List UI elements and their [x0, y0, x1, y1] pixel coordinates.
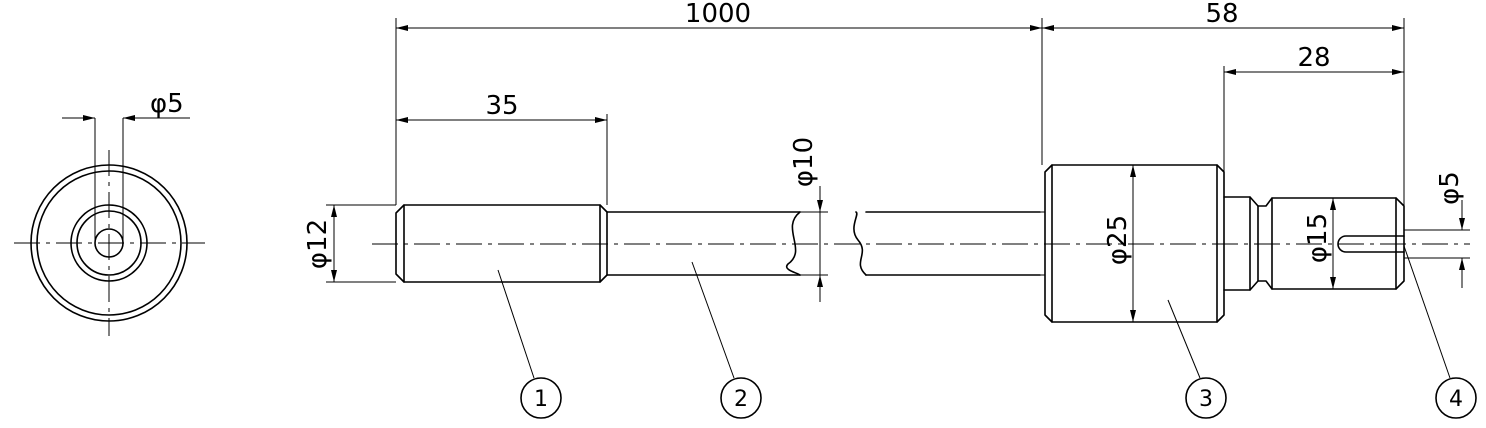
rod-break-right [853, 211, 867, 276]
balloon-1 [520, 377, 562, 419]
grip-sleeve [395, 204, 608, 283]
side-view: 1000 58 28 35 φ12 φ10 φ25 φ15 φ5 [303, 0, 1477, 419]
balloon-3 [1185, 377, 1227, 419]
dim-phi10-label: φ10 [789, 137, 819, 187]
rod-break-left [785, 211, 801, 276]
balloon-4-label: 4 [1449, 387, 1463, 412]
balloon-4 [1435, 377, 1477, 419]
handle-body [1040, 164, 1225, 323]
leader-2 [691, 261, 735, 379]
dim-28-label: 28 [1297, 43, 1330, 73]
dim-35-label: 35 [485, 91, 518, 121]
dim-58-label: 58 [1205, 0, 1238, 29]
dim-phi12-label: φ12 [303, 219, 333, 269]
leader-4 [1403, 245, 1451, 379]
end-view-bore-label: φ5 [150, 89, 184, 119]
dim-1000-label: 1000 [685, 0, 751, 29]
leader-1 [497, 269, 535, 379]
dim-phi5-slot-label: φ5 [1435, 171, 1465, 205]
spigot-slot [1337, 235, 1405, 253]
dim-phi15-label: φ15 [1303, 213, 1333, 263]
dim-phi25-label: φ25 [1103, 215, 1133, 265]
balloon-1-label: 1 [534, 387, 548, 412]
end-view: φ5 [14, 89, 205, 336]
balloon-2-label: 2 [734, 387, 748, 412]
spigot [1223, 196, 1405, 291]
leader-3 [1167, 299, 1201, 379]
balloon-2 [720, 377, 762, 419]
rod [606, 211, 1041, 276]
balloon-3-label: 3 [1199, 387, 1213, 412]
